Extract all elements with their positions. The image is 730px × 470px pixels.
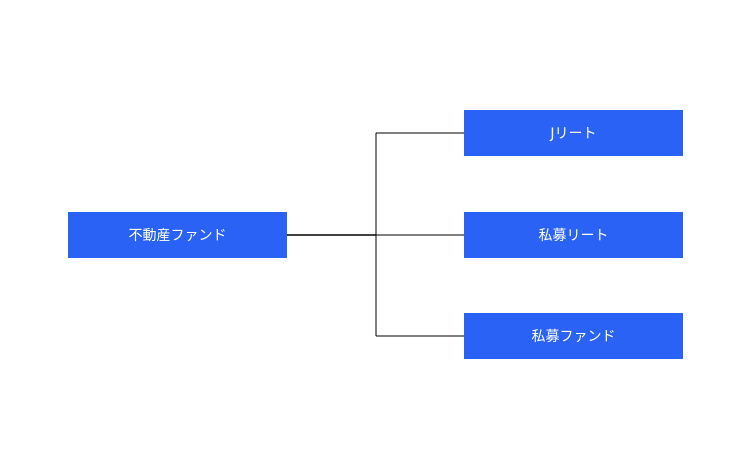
node-label: 不動産ファンド: [128, 228, 227, 244]
node-label: 私募ファンド: [531, 329, 616, 345]
node-private-reit: 私募リート: [464, 212, 683, 258]
node-label: Jリート: [550, 126, 597, 142]
node-label: 私募リート: [538, 228, 609, 244]
node-real-estate-fund: 不動産ファンド: [68, 212, 287, 258]
node-j-reit: Jリート: [464, 110, 683, 156]
node-private-fund: 私募ファンド: [464, 313, 683, 359]
